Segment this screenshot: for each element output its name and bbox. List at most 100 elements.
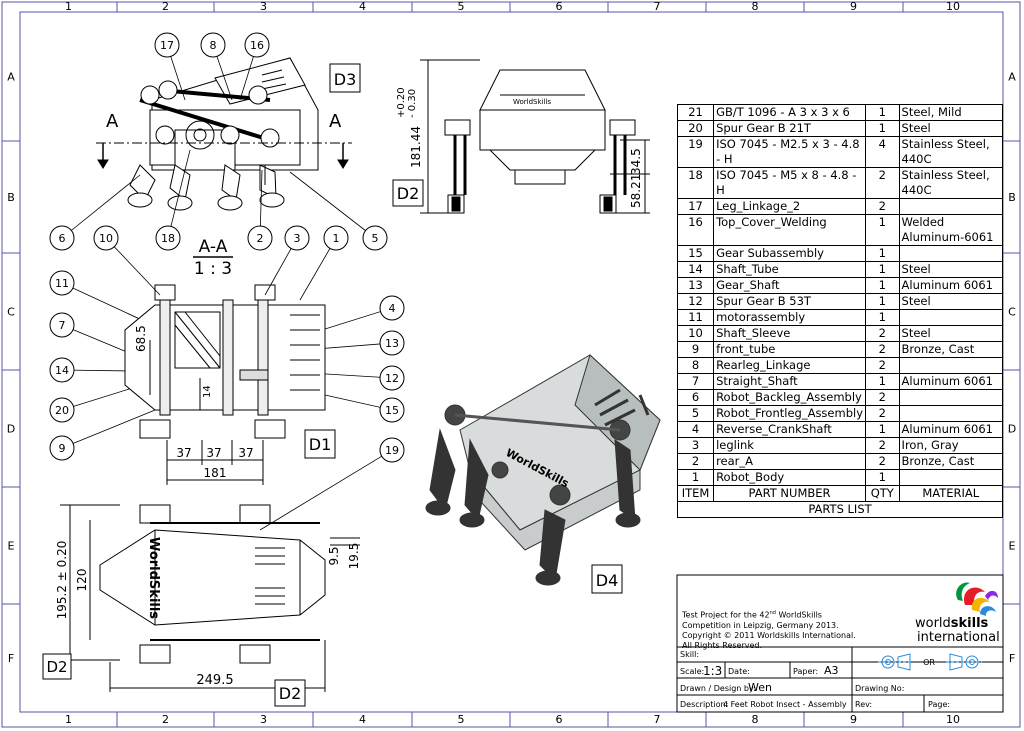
parts-cell-item: 3 (676, 437, 715, 454)
description-value: 4 Feet Robot Insect - Assembly (723, 700, 847, 709)
parts-cell-part: GB/T 1096 - A 3 x 3 x 6 (713, 104, 867, 121)
column-label: 7 (654, 0, 661, 13)
date-label: Date: (728, 667, 750, 676)
d3-tag-box (329, 63, 361, 93)
parts-cell-item: 10 (676, 325, 715, 342)
parts-cell-material (898, 405, 1004, 422)
dim-37-a: 37 (176, 446, 191, 460)
parts-cell-qty: 2 (865, 453, 900, 470)
parts-cell-material: Steel (898, 261, 1004, 278)
parts-cell-qty: 2 (865, 167, 900, 199)
parts-cell-material: Steel, Mild (898, 104, 1004, 121)
balloon (379, 295, 405, 321)
row-label: A (1008, 71, 1016, 84)
scale-value: 1:3 (703, 664, 723, 678)
view-tag-d2-left: D2 (46, 658, 67, 676)
parts-cell-material (898, 357, 1004, 374)
parts-cell-part: Leg_Linkage_2 (713, 198, 867, 215)
row-label: F (1009, 652, 1015, 665)
parts-cell-item: 2 (676, 453, 715, 470)
page-label: Page: (928, 700, 951, 709)
parts-cell-item: 13 (676, 277, 715, 294)
description-label: Description: (680, 700, 729, 709)
column-label: 10 (946, 0, 960, 13)
dim-120: 120 (75, 569, 89, 592)
parts-cell-part: Top_Cover_Welding (713, 214, 867, 246)
parts-cell-part: front_tube (713, 341, 867, 358)
parts-cell-material (898, 198, 1004, 215)
parts-cell-part: Straight_Shaft (713, 373, 867, 390)
title-block-notice: Test Project for the 42nd WorldSkills Co… (682, 608, 862, 651)
section-a-right: A (329, 111, 342, 132)
paper-label: Paper: (793, 667, 819, 676)
balloon-number: 4 (389, 302, 396, 315)
dim-tol-plus: +0.20 (396, 87, 407, 118)
parts-cell-item: 4 (676, 421, 715, 438)
projection-symbol-first (878, 653, 912, 671)
balloon (49, 312, 75, 338)
dim-tol-minus: - 0.30 (407, 89, 418, 118)
balloon (49, 270, 75, 296)
balloon (379, 397, 405, 423)
parts-cell-material: Steel (898, 293, 1004, 310)
view-d1-section (124, 284, 326, 485)
parts-cell-part: ISO 7045 - M5 x 8 - 4.8 - H (713, 167, 867, 199)
column-label: 3 (260, 713, 267, 726)
parts-cell-qty: 1 (865, 277, 900, 294)
drawing-no-label: Drawing No: (855, 684, 905, 693)
column-label: 4 (359, 713, 366, 726)
balloon-number: 7 (59, 319, 66, 332)
balloon (49, 225, 75, 251)
balloon-number: 15 (385, 404, 399, 417)
column-label: 6 (556, 0, 563, 13)
parts-cell-item: 19 (676, 136, 715, 168)
notice-line-1-sup: nd (769, 610, 776, 616)
dim-9-5: 9.5 (327, 546, 341, 565)
view-d2-front (420, 59, 650, 214)
parts-cell-material: Steel (898, 120, 1004, 137)
parts-cell-material (898, 309, 1004, 326)
balloon (379, 437, 405, 463)
parts-cell-material: Iron, Gray (898, 437, 1004, 454)
section-scale: 1 : 3 (194, 259, 232, 279)
balloon (93, 225, 119, 251)
parts-cell-qty: 1 (865, 104, 900, 121)
view-tag-d3: D3 (334, 70, 357, 89)
parts-cell-material: Stainless Steel, 440C (898, 167, 1004, 199)
row-ticks (2, 140, 1020, 605)
balloon-number: 19 (385, 444, 399, 457)
parts-cell-qty: 2 (865, 325, 900, 342)
parts-cell-item: 8 (676, 357, 715, 374)
balloon (284, 225, 310, 251)
parts-cell-qty: 1 (865, 214, 900, 246)
parts-cell-qty: 4 (865, 136, 900, 168)
row-label: A (7, 71, 15, 84)
parts-cell-qty: 1 (865, 245, 900, 262)
parts-cell-qty: 1 (865, 469, 900, 486)
row-label: D (1008, 423, 1016, 436)
notice-line-1-a: Test Project for the 42 (682, 610, 770, 620)
parts-cell-item: 7 (676, 373, 715, 390)
row-label: D (7, 423, 15, 436)
dim-195-2: 195.2 ± 0.20 (55, 541, 69, 620)
drawn-label: Drawn / Design by: (680, 684, 756, 693)
column-label: 5 (458, 713, 465, 726)
balloon-number: 13 (385, 337, 399, 350)
parts-cell-part: motorassembly (713, 309, 867, 326)
parts-cell-qty: 1 (865, 373, 900, 390)
parts-cell-qty: 2 (865, 341, 900, 358)
balloon-number: 10 (99, 232, 113, 245)
balloon (155, 225, 181, 251)
column-label: 6 (556, 713, 563, 726)
